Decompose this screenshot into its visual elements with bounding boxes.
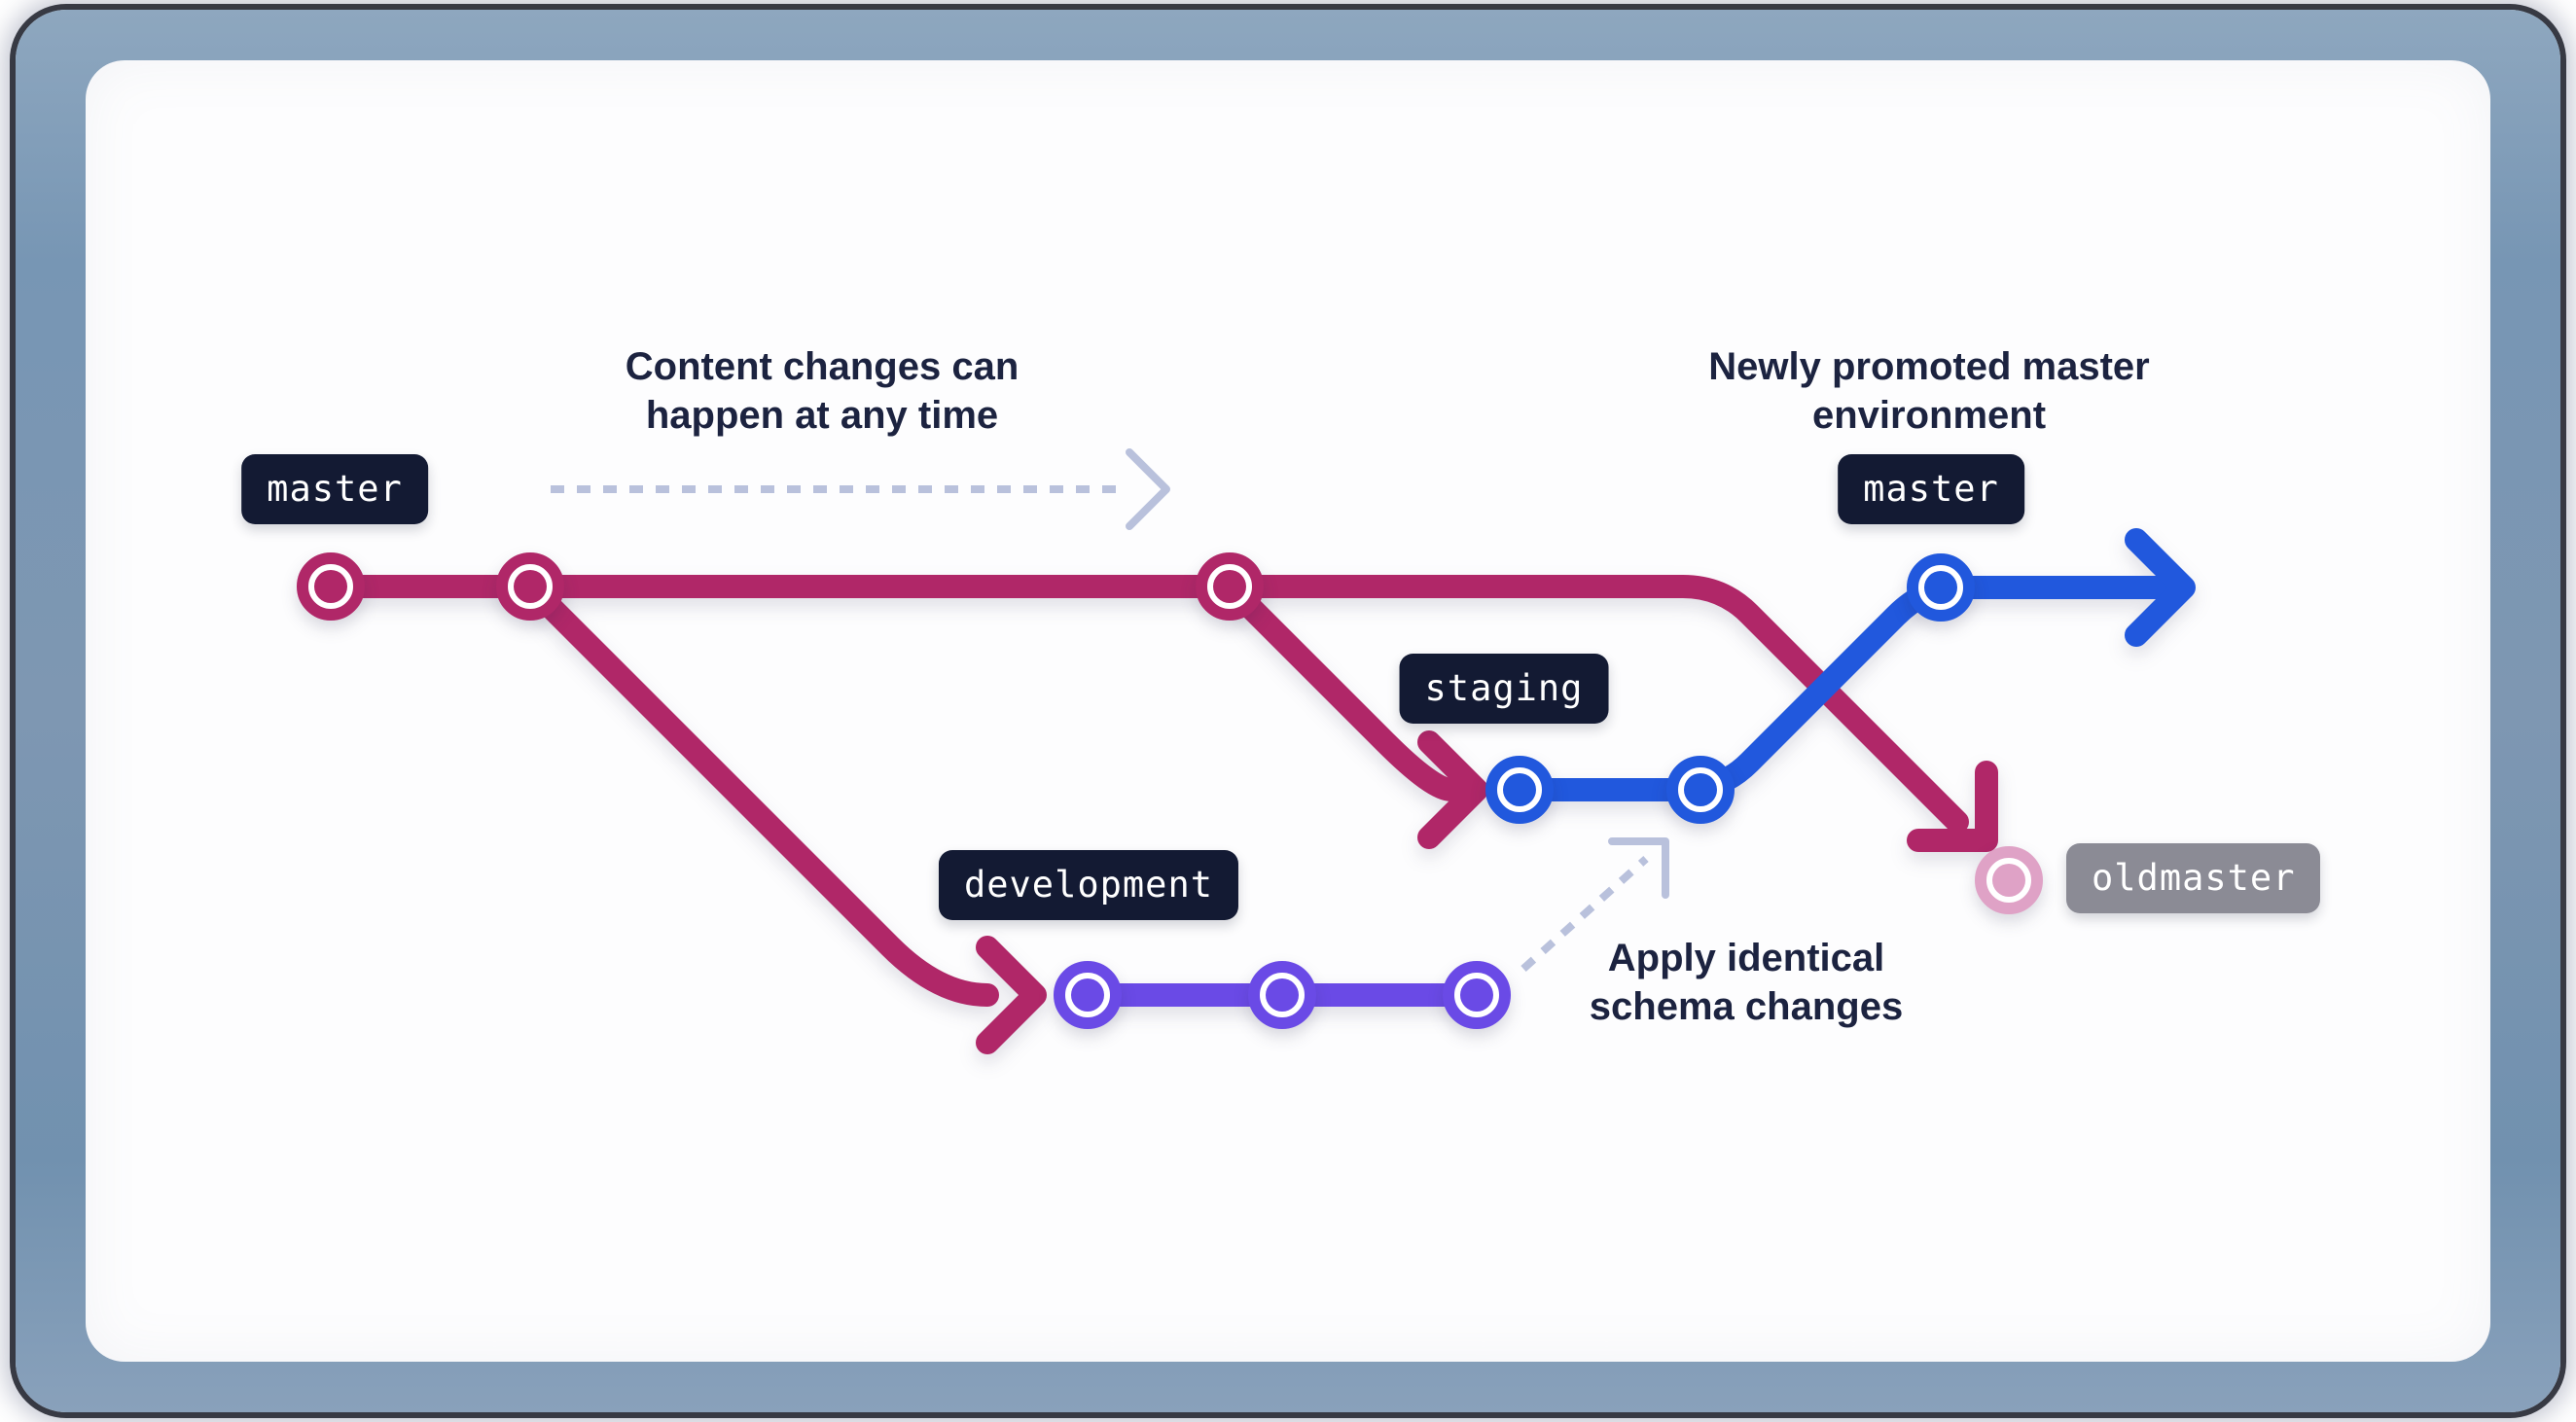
content-changes-note-line1: Content changes can xyxy=(625,345,1020,388)
development-branch-arrowhead-icon xyxy=(976,936,1047,1054)
commit-node-oldmaster xyxy=(1975,846,2043,914)
commit-node-master-1 xyxy=(297,552,365,621)
staging-rail xyxy=(1508,576,2169,801)
commit-node-development-2 xyxy=(1248,961,1316,1029)
commit-nodes-layer xyxy=(297,552,2043,1029)
content-changes-arrowhead-icon xyxy=(1126,448,1170,530)
promoted-master-note: Newly promoted master environment xyxy=(1708,342,2149,440)
staging-branch-arrowhead-icon xyxy=(1417,730,1488,849)
schema-changes-dashed-arrow xyxy=(1521,856,1649,972)
commit-node-development-1 xyxy=(1054,961,1122,1029)
schema-changes-note-line1: Apply identical xyxy=(1607,937,1885,979)
badge-staging: staging xyxy=(1399,654,1609,724)
schema-changes-arrowhead-icon xyxy=(1608,837,1669,899)
master-rail xyxy=(319,575,1969,834)
master-to-staging-branch xyxy=(1218,575,1463,801)
promoted-master-note-line1: Newly promoted master xyxy=(1708,345,2150,388)
badge-development: development xyxy=(938,850,1239,920)
master-tail-arrowhead-icon xyxy=(1907,761,1998,852)
promoted-master-arrowhead-icon xyxy=(2125,528,2196,647)
content-changes-note: Content changes can happen at any time xyxy=(626,342,1020,440)
promoted-master-note-line2: environment xyxy=(1811,394,2047,437)
schema-changes-note-line2: schema changes xyxy=(1589,985,1904,1028)
commit-node-staging-2 xyxy=(1666,756,1735,824)
badge-master-promoted: master xyxy=(1838,454,2024,524)
diagram-canvas xyxy=(86,60,2490,1362)
master-to-development-branch xyxy=(519,575,999,1007)
commit-node-development-3 xyxy=(1443,961,1511,1029)
dashed-arrows-layer xyxy=(551,448,1669,972)
commit-node-master-2 xyxy=(496,552,564,621)
schema-changes-note: Apply identical schema changes xyxy=(1590,934,1903,1031)
commit-node-promoted-master xyxy=(1907,553,1975,622)
badge-master-start: master xyxy=(241,454,428,524)
content-changes-note-line2: happen at any time xyxy=(645,394,999,437)
commit-node-master-3 xyxy=(1196,552,1264,621)
rails-layer xyxy=(319,528,2196,1054)
commit-node-staging-1 xyxy=(1485,756,1554,824)
badge-oldmaster: oldmaster xyxy=(2066,843,2321,913)
